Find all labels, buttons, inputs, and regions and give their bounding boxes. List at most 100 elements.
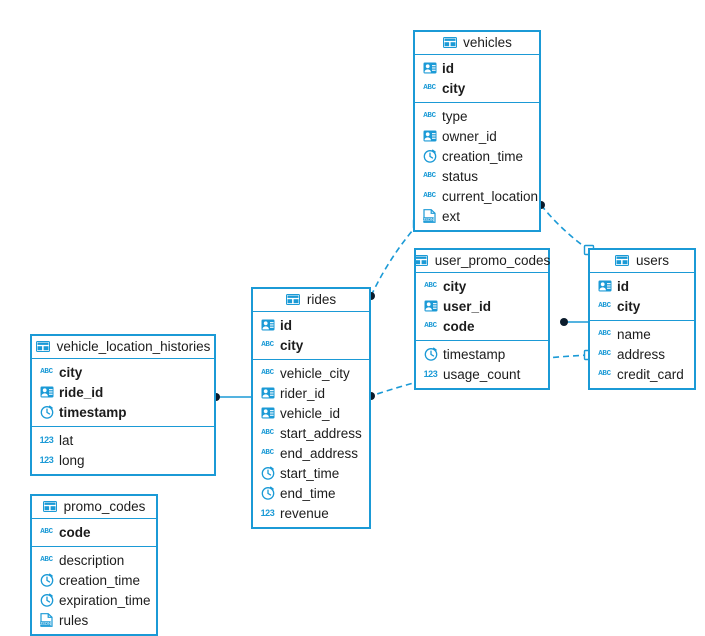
id-card-icon [597, 279, 612, 294]
entity-title: promo_codes [63, 499, 146, 514]
field-row[interactable]: JSON rules [32, 610, 156, 630]
field-label: timestamp [59, 404, 127, 420]
field-row[interactable]: creation_time [32, 570, 156, 590]
field-row[interactable]: 123 revenue [253, 503, 369, 523]
entity-header-users[interactable]: users [590, 250, 694, 273]
field-label: city [59, 364, 83, 380]
json-document-icon: JSON [39, 613, 54, 628]
abc-string-icon: ABC [424, 321, 437, 330]
clock-icon [423, 347, 438, 362]
field-row[interactable]: creation_time [415, 146, 539, 166]
abc-string-icon: ABC [598, 329, 611, 338]
primary-key-section-vehicle_location_histories: ABC city ride_id timestamp [32, 359, 214, 426]
field-label: owner_id [442, 128, 497, 144]
field-label: name [617, 326, 651, 342]
field-row[interactable]: ride_id [32, 382, 214, 402]
field-row[interactable]: ABC city [32, 362, 214, 382]
id-card-icon [422, 129, 437, 144]
entity-header-rides[interactable]: rides [253, 289, 369, 312]
relationship-line [540, 204, 590, 251]
entity-header-vehicle_location_histories[interactable]: vehicle_location_histories [32, 336, 214, 359]
entity-header-vehicles[interactable]: vehicles [415, 32, 539, 55]
relationship-endpoint-dot [560, 318, 568, 326]
entity-header-user_promo_codes[interactable]: user_promo_codes [414, 250, 550, 273]
field-row[interactable]: ABC name [590, 324, 694, 344]
relationship-vehicles-users[interactable] [537, 201, 595, 256]
field-label: creation_time [59, 572, 141, 588]
abc-string-icon: ABC [261, 448, 274, 457]
clock-icon [260, 486, 275, 501]
field-row[interactable]: id [253, 315, 369, 335]
field-row[interactable]: user_id [416, 296, 548, 316]
entity-header-promo_codes[interactable]: promo_codes [32, 496, 156, 519]
field-row[interactable]: timestamp [416, 344, 548, 364]
field-label: address [617, 346, 666, 362]
field-row[interactable]: id [415, 58, 539, 78]
field-label: revenue [280, 505, 329, 521]
field-label: type [442, 108, 468, 124]
abc-string-icon: ABC [261, 428, 274, 437]
field-row[interactable]: vehicle_id [253, 403, 369, 423]
relationship-vehicle_location_histories-rides[interactable] [212, 393, 251, 401]
table-grid-icon [414, 253, 429, 268]
field-row[interactable]: end_time [253, 483, 369, 503]
field-row[interactable]: rider_id [253, 383, 369, 403]
id-card-icon [423, 299, 438, 314]
field-row[interactable]: start_time [253, 463, 369, 483]
abc-string-icon: ABC [598, 301, 611, 310]
field-label: rules [59, 612, 89, 628]
json-document-icon: JSON [422, 209, 437, 224]
field-row[interactable]: timestamp [32, 402, 214, 422]
123-number-icon: 123 [260, 507, 275, 518]
table-grid-icon [43, 499, 58, 514]
abc-string-icon: ABC [40, 367, 53, 376]
field-label: start_time [280, 465, 340, 481]
table-grid-icon [286, 292, 301, 307]
field-label: city [617, 298, 641, 314]
field-row[interactable]: id [590, 276, 694, 296]
relationship-users-user_promo_codes[interactable] [560, 318, 588, 326]
clock-icon [39, 405, 54, 420]
123-number-icon: 123 [39, 454, 54, 465]
clock-icon [39, 573, 54, 588]
table-grid-icon [442, 35, 457, 50]
abc-string-icon: ABC [423, 171, 436, 180]
123-number-icon: 123 [39, 434, 54, 445]
field-row[interactable]: owner_id [415, 126, 539, 146]
field-label: expiration_time [59, 592, 151, 608]
field-label: timestamp [443, 346, 506, 362]
field-row[interactable]: expiration_time [32, 590, 156, 610]
field-row[interactable]: ABC city [590, 296, 694, 316]
